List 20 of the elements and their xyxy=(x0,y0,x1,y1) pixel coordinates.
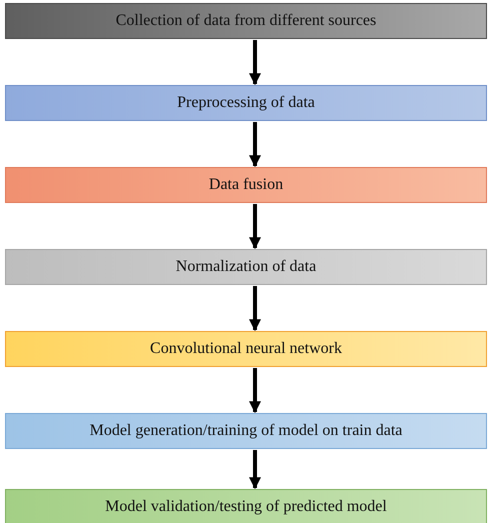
process-box xyxy=(5,249,487,285)
arrow xyxy=(249,40,261,86)
arrow xyxy=(249,122,261,168)
step-label: Model generation/training of model on train data xyxy=(90,422,402,440)
process-box xyxy=(5,489,487,523)
arrow xyxy=(249,204,261,250)
step-label: Data fusion xyxy=(208,176,284,194)
step-label: Preprocessing of data xyxy=(177,94,315,112)
step-label: Collection of data from different sources xyxy=(116,12,376,30)
process-box xyxy=(5,85,487,121)
step-label: Model validation/testing of predicted model xyxy=(105,498,387,516)
process-box xyxy=(5,167,487,203)
arrow xyxy=(249,450,261,490)
step-label: Convolutional neural network xyxy=(150,340,342,358)
step-label: Normalization of data xyxy=(176,258,316,276)
arrow xyxy=(249,368,261,414)
process-box xyxy=(5,331,487,367)
arrow xyxy=(249,286,261,332)
process-box xyxy=(5,3,487,39)
process-box xyxy=(5,413,487,449)
